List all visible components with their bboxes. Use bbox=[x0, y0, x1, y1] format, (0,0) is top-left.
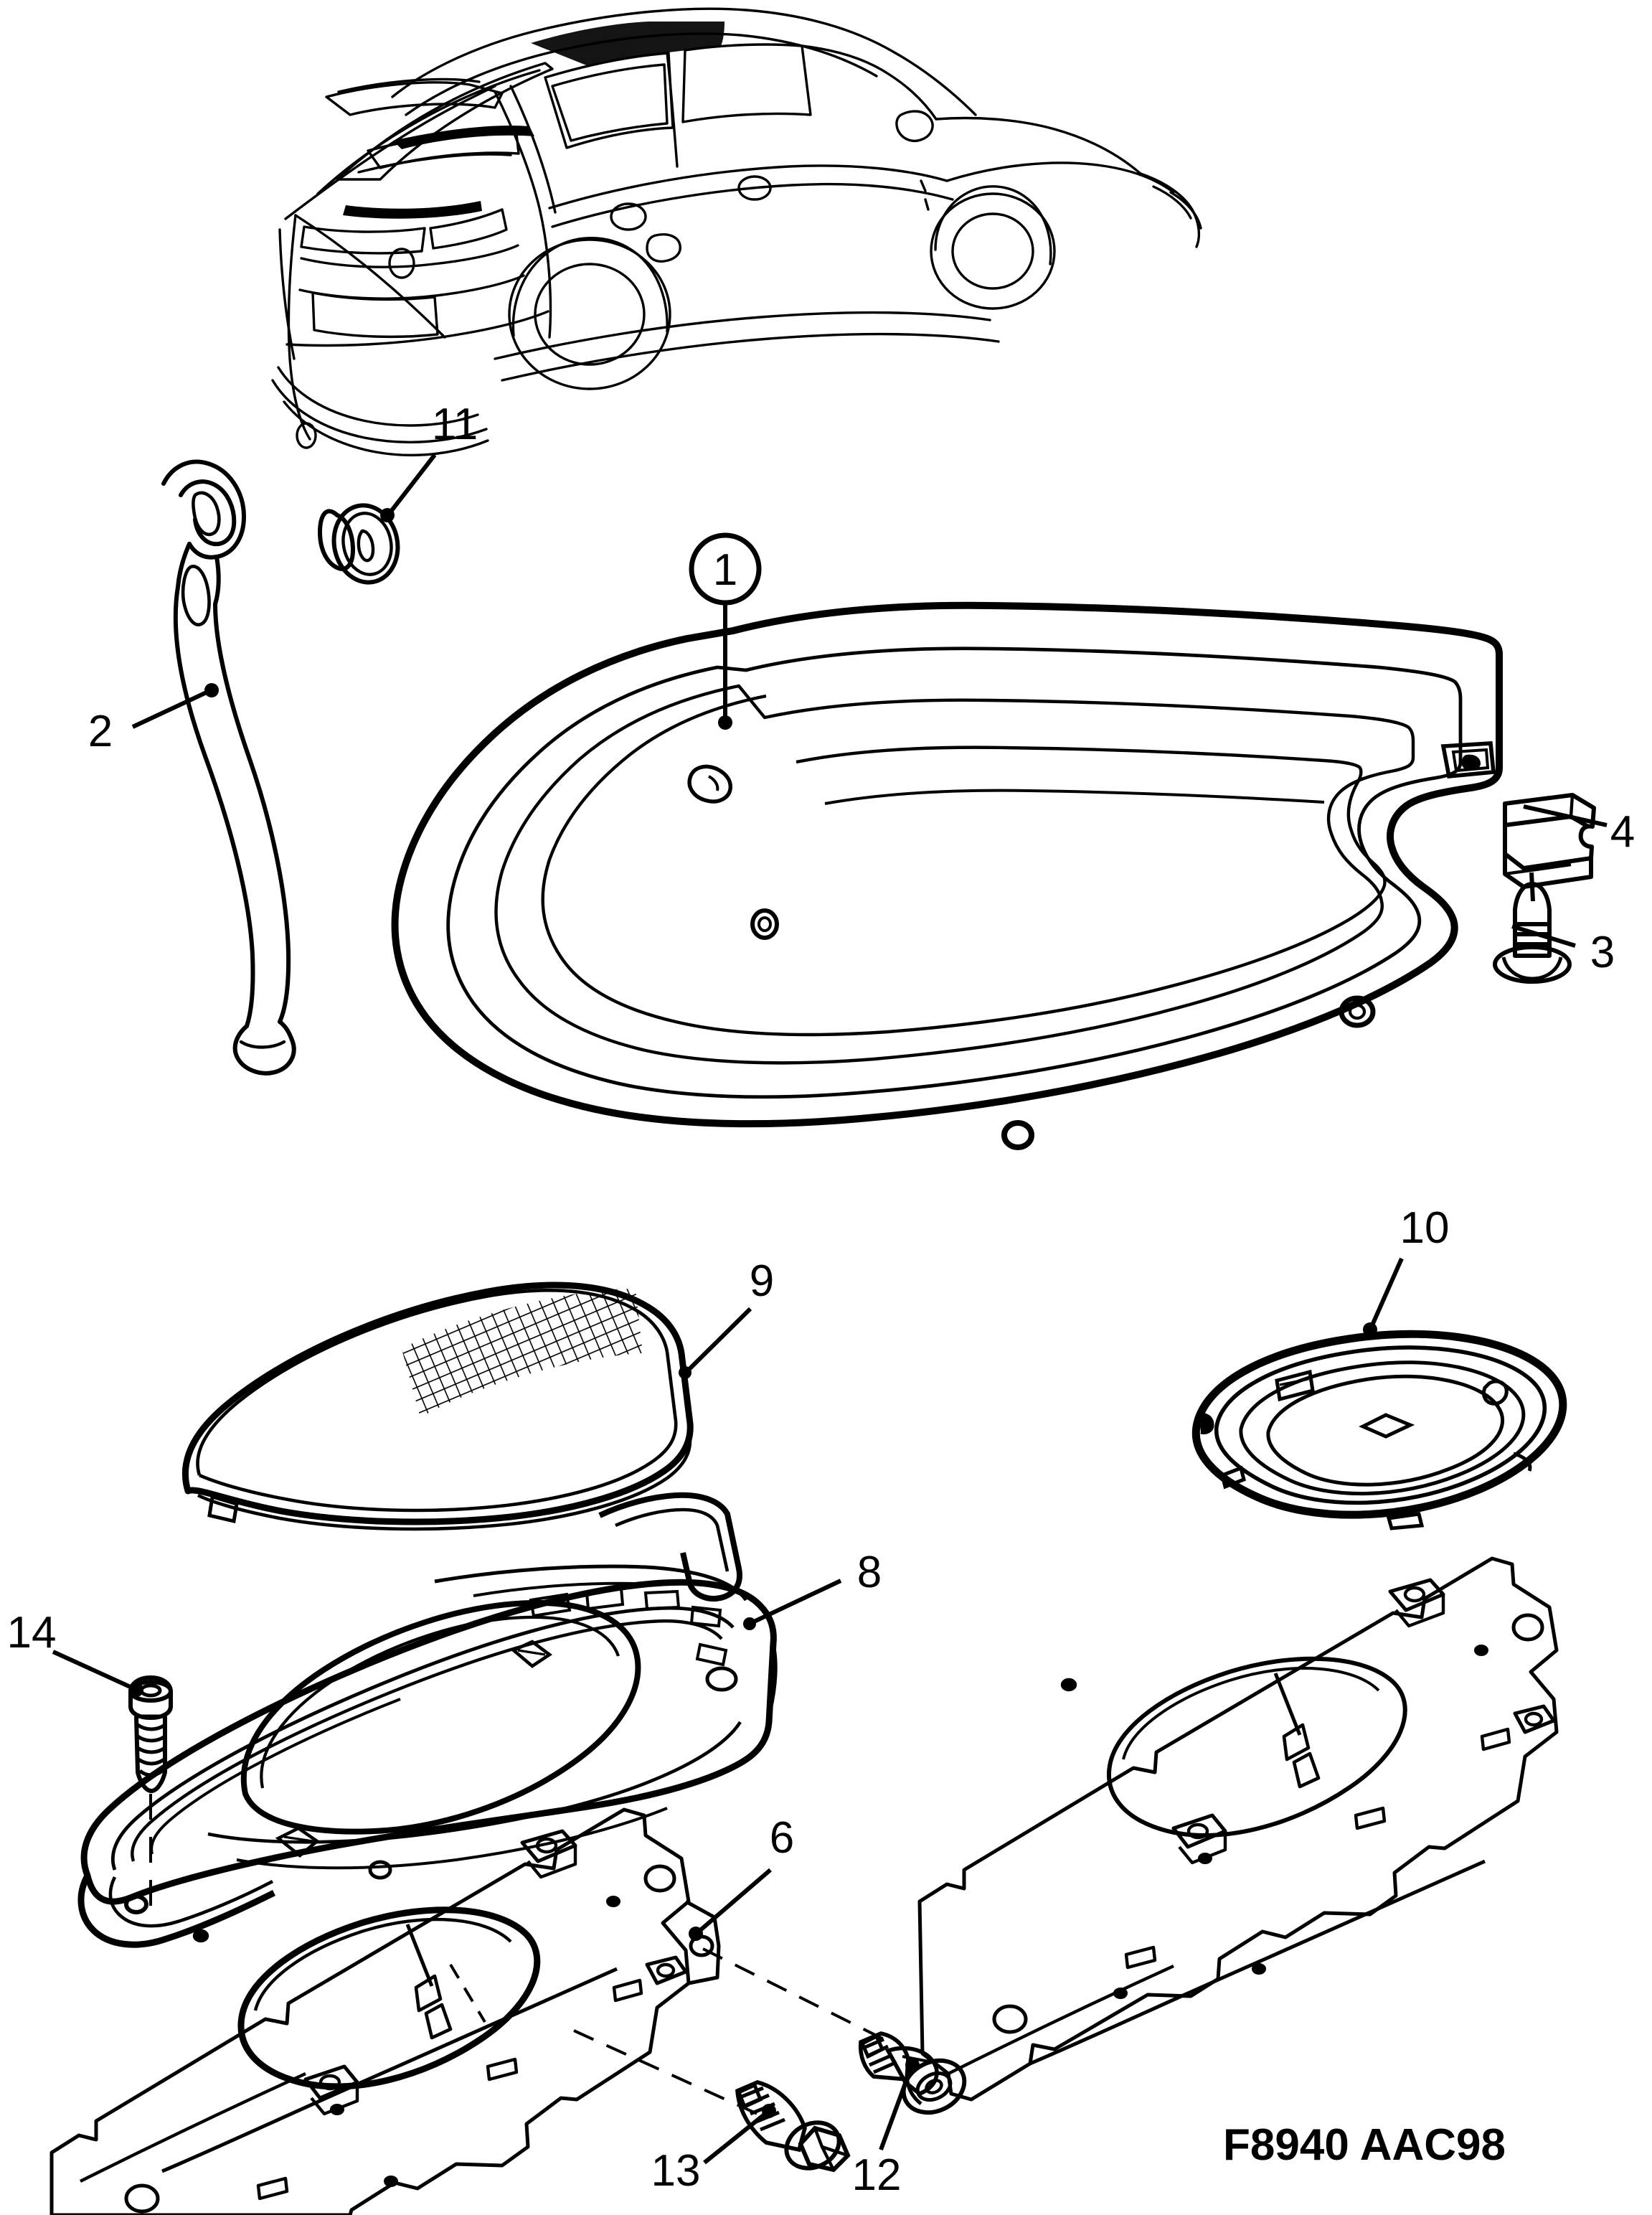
callout-8[interactable]: 8 bbox=[743, 1548, 882, 1630]
callout-3-label: 3 bbox=[1590, 928, 1615, 977]
callout-8-label: 8 bbox=[857, 1548, 882, 1597]
callout-6[interactable]: 6 bbox=[689, 1813, 794, 1941]
callout-10-label: 10 bbox=[1400, 1203, 1450, 1253]
callout-14[interactable]: 14 bbox=[7, 1608, 143, 1697]
part-speaker-housing-pod bbox=[77, 1492, 778, 1948]
part-shoulder-screw bbox=[858, 2031, 967, 2115]
callout-13-label: 13 bbox=[651, 2146, 701, 2196]
callout-1-label: 1 bbox=[713, 545, 737, 595]
part-support-rod bbox=[161, 459, 296, 1076]
part-speaker-mounting-bracket-left bbox=[49, 1807, 884, 2215]
callout-2-label: 2 bbox=[88, 707, 113, 756]
sheet-caption: F8940 AAC98 bbox=[1223, 2120, 1506, 2170]
vehicle-illustration bbox=[271, 7, 1202, 457]
callout-11[interactable]: 11 bbox=[380, 400, 478, 522]
part-rear-parcel-shelf bbox=[391, 601, 1503, 1150]
callout-10[interactable]: 10 bbox=[1363, 1203, 1449, 1337]
callout-6-label: 6 bbox=[770, 1813, 794, 1863]
grille-mesh bbox=[402, 1289, 643, 1418]
callout-11-label: 11 bbox=[432, 400, 478, 449]
part-oval-loudspeaker bbox=[1191, 1330, 1567, 1530]
callout-14-label: 14 bbox=[7, 1608, 57, 1657]
part-support-rod-grommet bbox=[318, 503, 400, 585]
callout-9[interactable]: 9 bbox=[679, 1256, 774, 1379]
callout-layer: 1 2 3 4 6 8 bbox=[7, 400, 1636, 2200]
callout-4[interactable]: 4 bbox=[1523, 804, 1635, 857]
callout-3[interactable]: 3 bbox=[1511, 924, 1615, 977]
callout-12-label: 12 bbox=[852, 2150, 902, 2200]
callout-4-label: 4 bbox=[1610, 807, 1635, 857]
part-push-in-clip bbox=[1493, 872, 1572, 984]
callout-12[interactable]: 12 bbox=[852, 2058, 920, 2200]
part-speaker-grille-cover bbox=[181, 1281, 694, 1531]
callout-1[interactable]: 1 bbox=[689, 532, 762, 730]
callout-13[interactable]: 13 bbox=[651, 2104, 776, 2196]
callout-2[interactable]: 2 bbox=[88, 683, 219, 756]
callout-9-label: 9 bbox=[750, 1256, 774, 1306]
part-speaker-mounting-bracket-right bbox=[917, 1556, 1559, 2102]
